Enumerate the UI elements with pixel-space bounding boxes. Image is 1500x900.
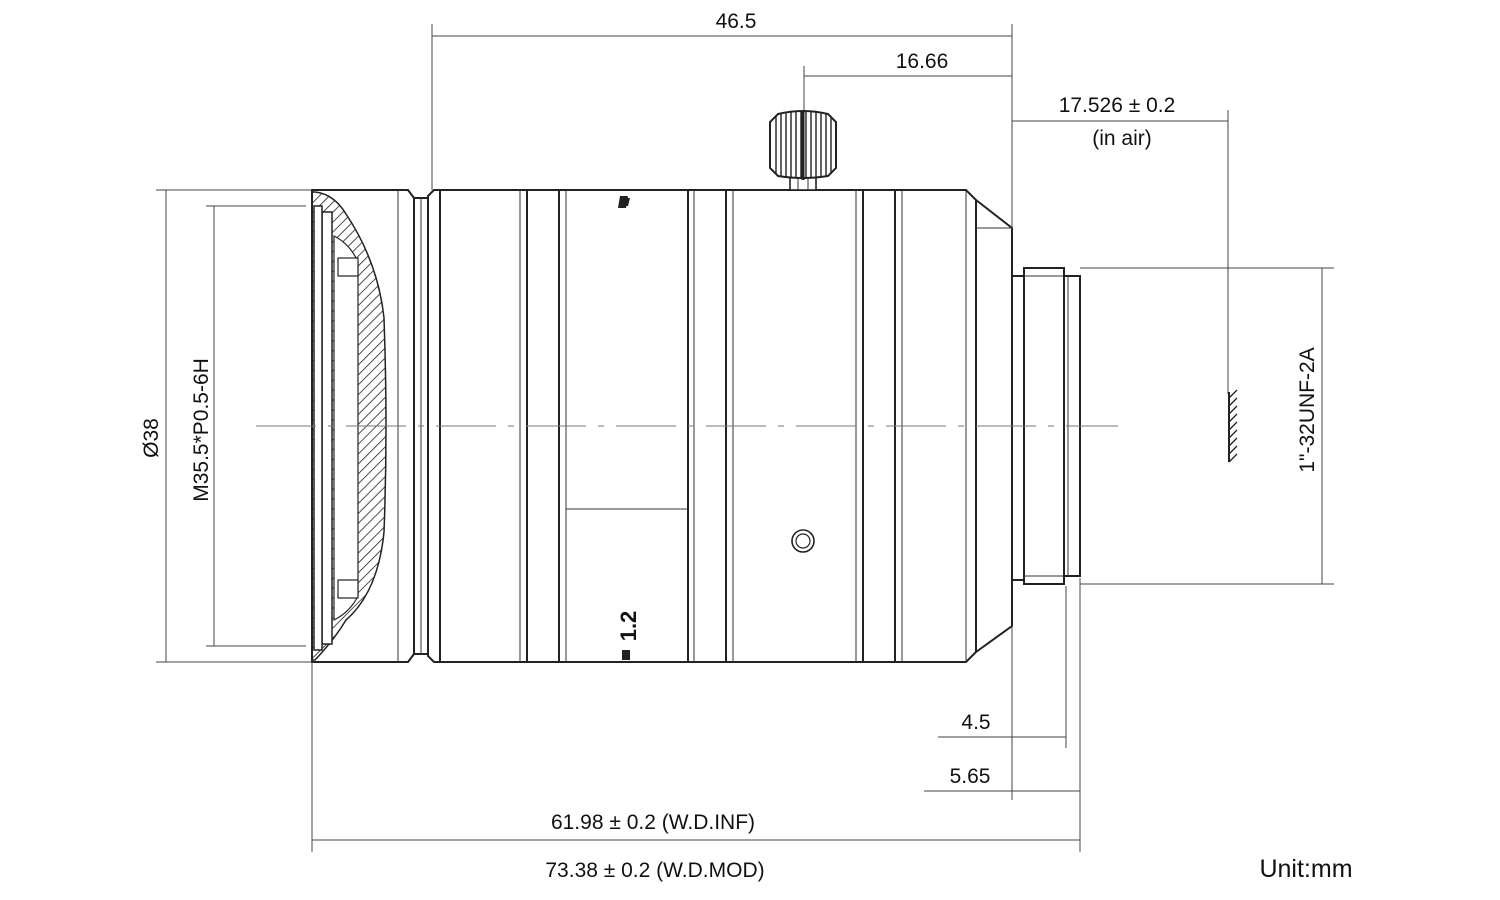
svg-text:73.38 ± 0.2 (W.D.MOD): 73.38 ± 0.2 (W.D.MOD) xyxy=(545,859,764,882)
svg-text:Ø38: Ø38 xyxy=(140,418,163,458)
dimension-filter-thread: M35.5*P0.5-6H xyxy=(190,205,306,647)
svg-text:1"-32UNF-2A: 1"-32UNF-2A xyxy=(1296,347,1319,472)
svg-text:4.5: 4.5 xyxy=(961,711,990,734)
svg-text:16.66: 16.66 xyxy=(896,50,949,73)
dimension-5-65: 5.65 xyxy=(924,578,1081,852)
screw-hole xyxy=(791,529,815,553)
dimension-mount-thread: 1"-32UNF-2A xyxy=(1080,267,1334,585)
dimension-overall-length: 61.98 ± 0.2 (W.D.INF) 73.38 ± 0.2 (W.D.M… xyxy=(311,662,1080,882)
ring-tick-bottom xyxy=(622,650,630,660)
lens-body: 1.2 xyxy=(256,110,1118,663)
dimension-back-focus: 17.526 ± 0.2 (in air) xyxy=(1012,94,1238,463)
unit-label: Unit:mm xyxy=(1259,855,1352,883)
svg-text:(in air): (in air) xyxy=(1092,127,1152,150)
svg-text:5.65: 5.65 xyxy=(950,765,991,788)
svg-text:61.98 ± 0.2 (W.D.INF): 61.98 ± 0.2 (W.D.INF) xyxy=(551,811,755,834)
aperture-mark: 1.2 xyxy=(616,611,641,642)
dimension-diameter: Ø38 xyxy=(140,189,312,663)
svg-text:M35.5*P0.5-6H: M35.5*P0.5-6H xyxy=(190,358,213,502)
svg-text:17.526 ± 0.2: 17.526 ± 0.2 xyxy=(1059,94,1176,117)
svg-text:46.5: 46.5 xyxy=(716,10,757,33)
rear-taper xyxy=(975,199,1013,653)
dimension-46-5: 46.5 xyxy=(431,10,1013,228)
dimension-4-5: 4.5 xyxy=(938,586,1067,800)
locking-knob xyxy=(769,110,837,191)
dimension-16-66: 16.66 xyxy=(803,50,1012,110)
